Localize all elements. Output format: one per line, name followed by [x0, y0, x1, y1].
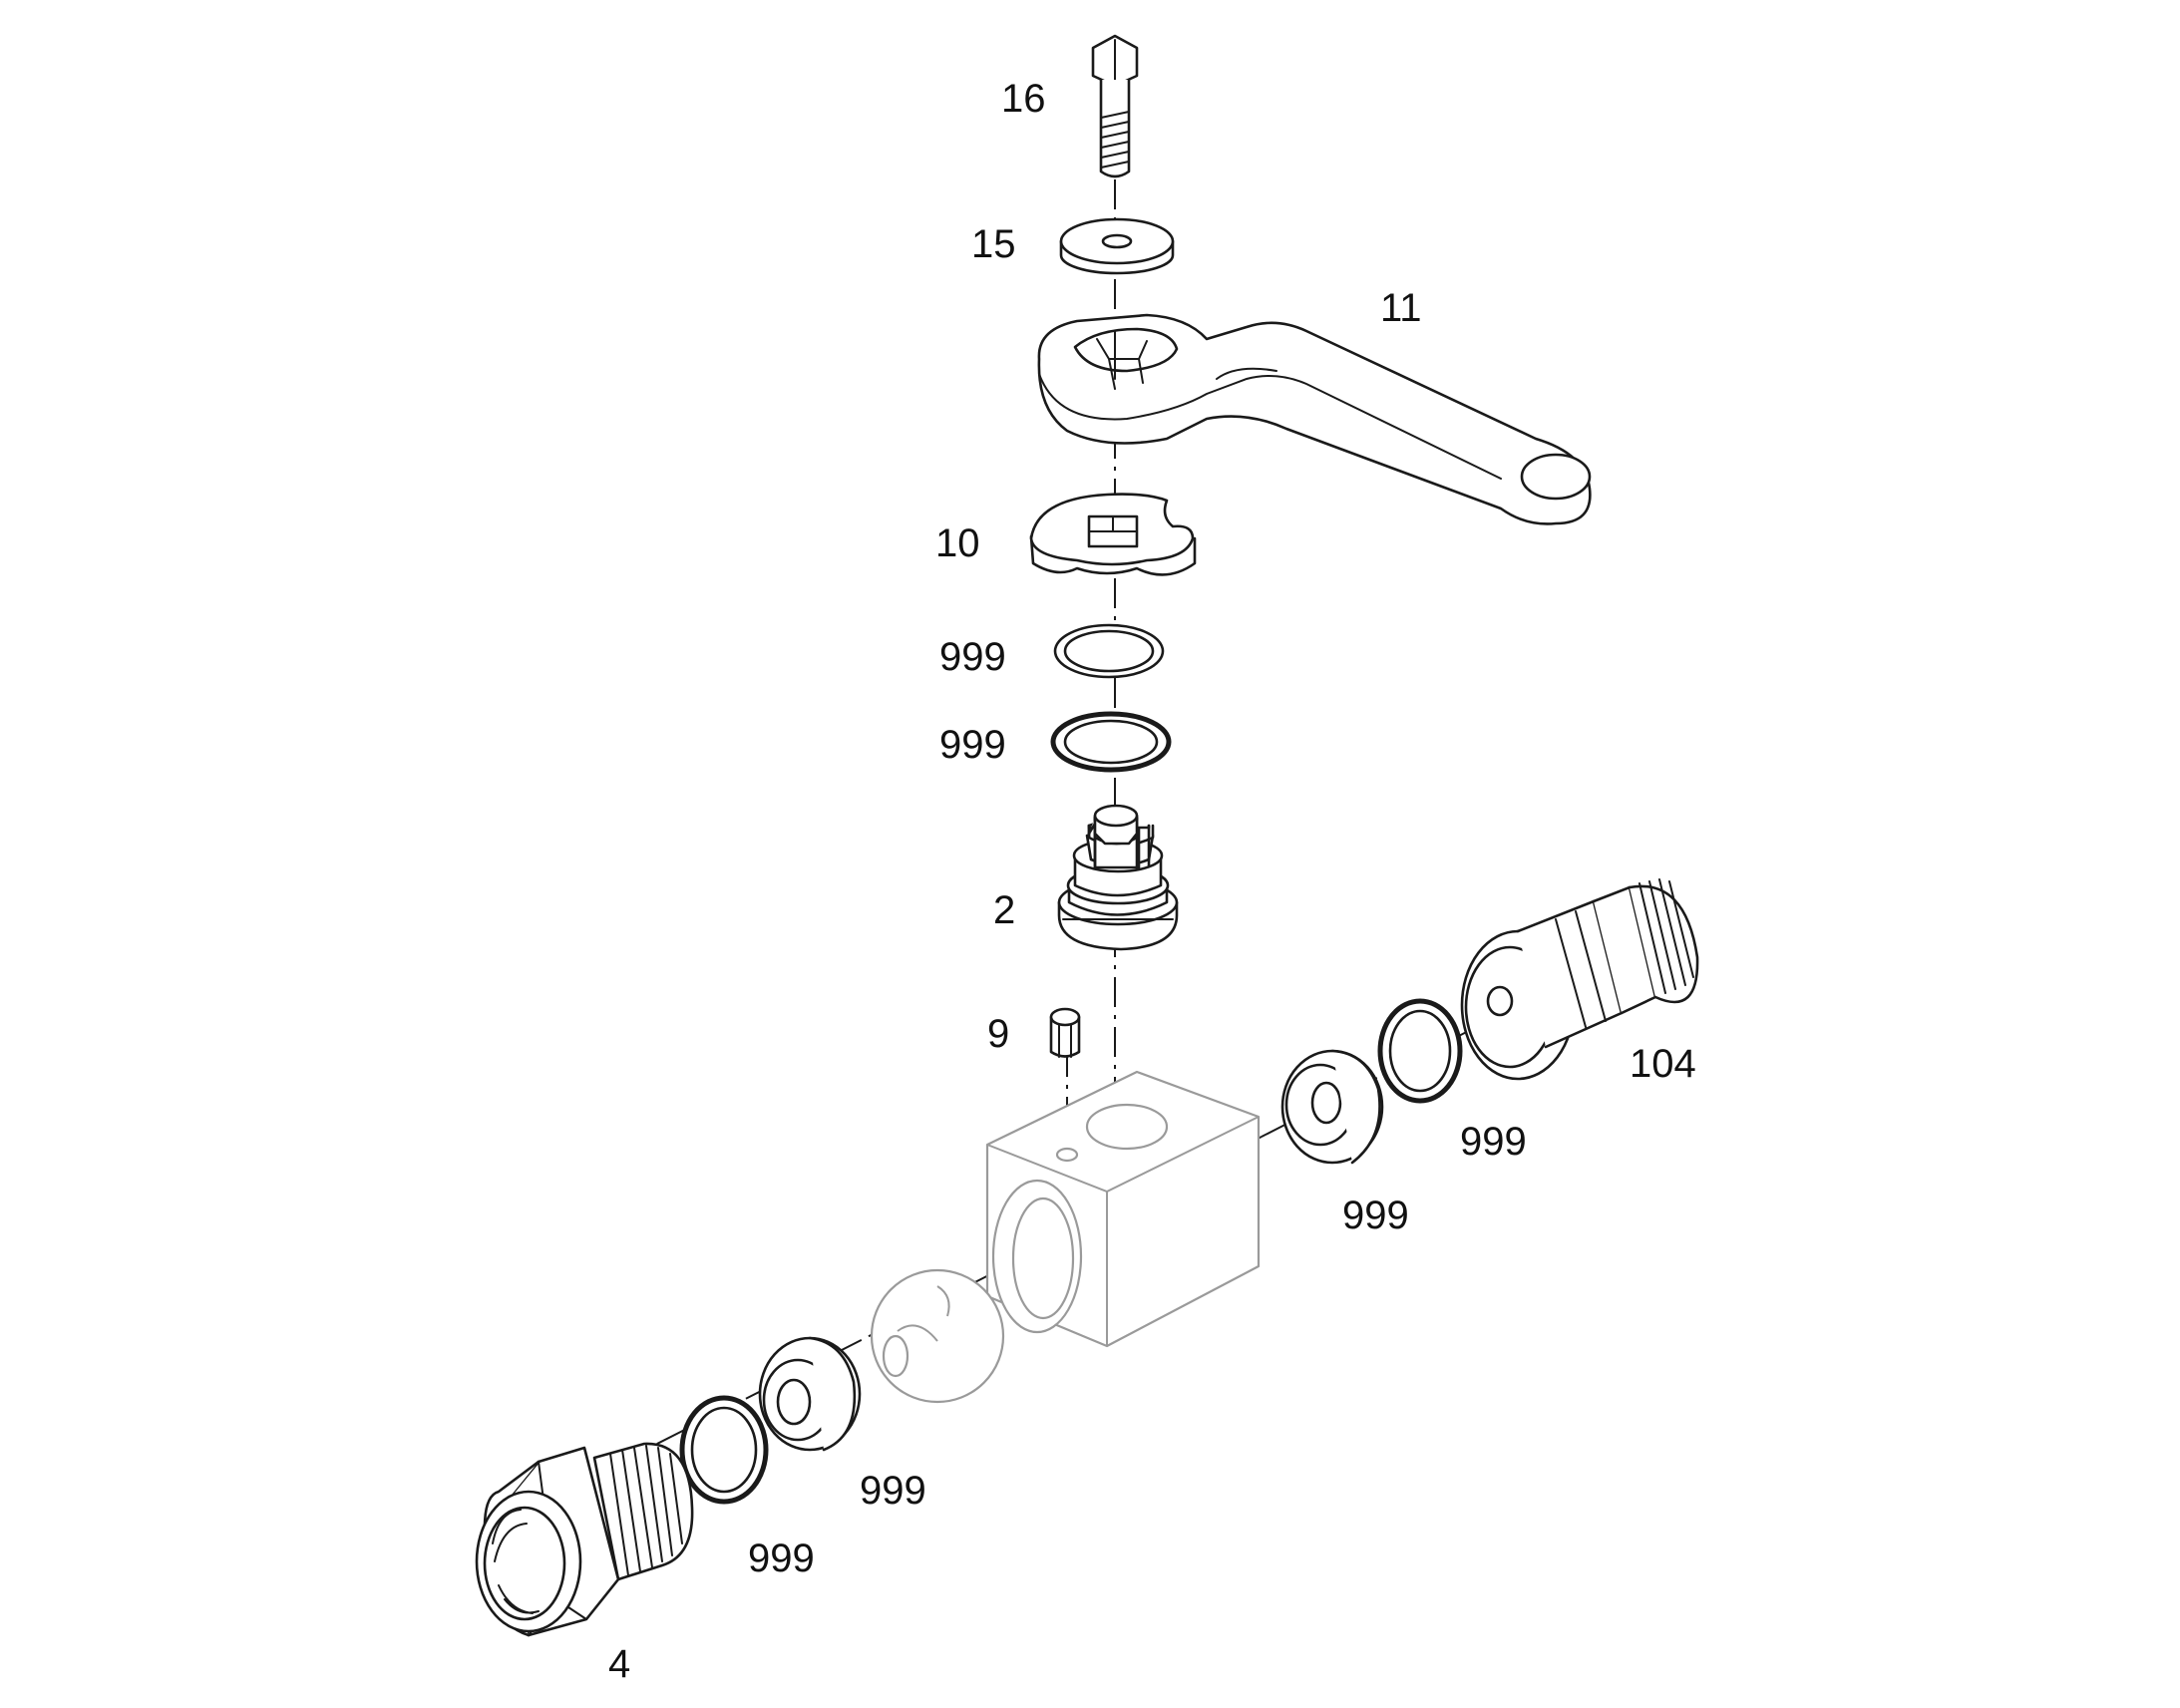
part-999-o-ring-right	[1377, 998, 1463, 1104]
valve-ball	[870, 1268, 1005, 1404]
callout-16: 16	[1001, 77, 1046, 121]
part-11-handle-lever	[1037, 313, 1592, 525]
callout-999-left-seat: 999	[860, 1469, 926, 1513]
callout-labels: 16 15 11 10 999 999 2 9 104 999 999 999 …	[608, 77, 1696, 1686]
callout-15: 15	[971, 222, 1016, 266]
valve-body-block	[985, 1070, 1261, 1348]
part-4-fitting	[475, 1442, 694, 1637]
callout-4: 4	[608, 1642, 630, 1686]
callout-999-lower-o-ring: 999	[939, 723, 1006, 767]
callout-2: 2	[993, 888, 1015, 932]
part-9-set-screw	[1049, 1007, 1081, 1058]
callout-999-upper-o-ring: 999	[939, 635, 1006, 679]
part-999-seat-left	[758, 1336, 862, 1452]
callout-999-right-seat: 999	[1342, 1194, 1409, 1237]
part-999-stem-o-ring-lower	[1050, 711, 1172, 773]
callout-10: 10	[935, 521, 980, 565]
part-999-o-ring-left	[679, 1395, 769, 1505]
part-999-stem-o-ring-upper	[1053, 623, 1165, 679]
part-10-stop-plate	[1029, 493, 1197, 576]
callout-999-left-o-ring: 999	[748, 1537, 815, 1580]
callout-104: 104	[1630, 1042, 1696, 1086]
part-999-seat-right	[1280, 1049, 1384, 1165]
part-16-hex-bolt	[1091, 34, 1139, 178]
callout-9: 9	[987, 1012, 1009, 1056]
callout-999-right-o-ring: 999	[1460, 1120, 1527, 1164]
part-2-valve-stem	[1057, 804, 1179, 951]
callout-11: 11	[1380, 286, 1422, 330]
part-104-fitting	[1460, 878, 1699, 1081]
part-15-washer	[1059, 217, 1175, 275]
